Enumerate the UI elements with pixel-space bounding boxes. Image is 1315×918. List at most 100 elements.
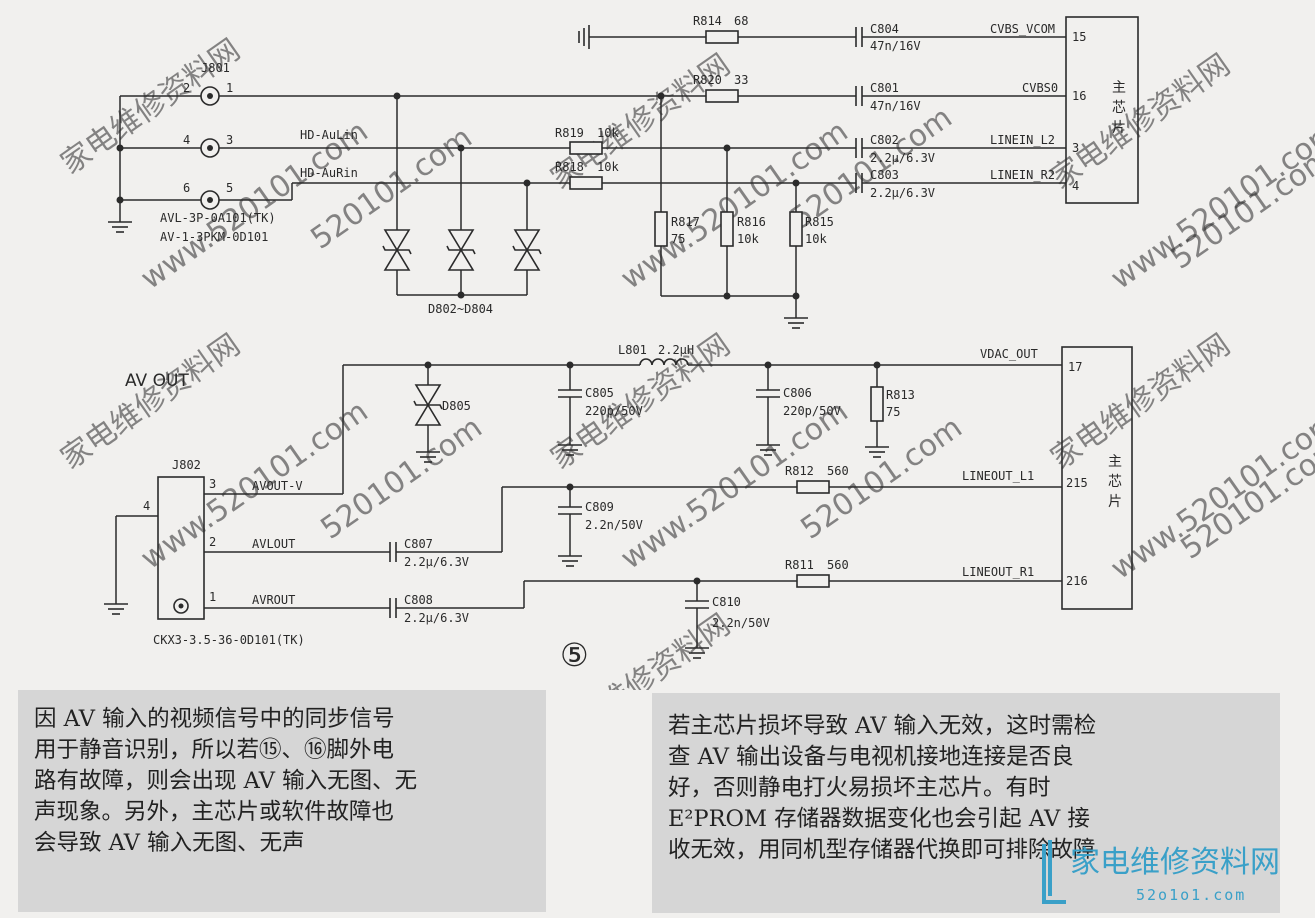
r814-ref: R814 [693,14,722,28]
j802-pin: 3 [209,477,216,491]
description-line: 声现象。另外，主芯片或软件故障也 [34,799,395,825]
c803-ref: C803 [870,168,899,182]
c806-value: 220p/50V [783,404,841,418]
c810-value: 2.2n/50V [712,616,770,630]
chip-pin-15: 15 [1072,30,1086,44]
r819-ref: R819 [555,126,584,140]
resistor-r814 [705,30,739,44]
j802-pin: 2 [209,535,216,549]
resistor-r813-branch: R813 75 [865,365,915,458]
resistor-r812 [796,480,830,494]
logo-text: 家电维修资料网 [1070,845,1280,880]
resistor-r819 [569,141,603,155]
resistor-r813 [870,386,884,422]
chip-pin-16: 16 [1072,89,1086,103]
j802-ref: J802 [172,458,201,472]
description-right: 若主芯片损坏导致 AV 输入无效，这时需检 查 AV 输出设备与电视机接地连接是… [652,693,1280,913]
c807-ref: C807 [404,537,433,551]
description-line: 用于静音识别，所以若⑮、⑯脚外电 [34,737,395,763]
main-chip-label: 主芯片 [1108,454,1122,510]
net-vdac-out: VDAC_OUT [980,347,1038,361]
net-lineout-l1: LINEOUT_L1 [962,469,1034,483]
net-lineout-r1: LINEOUT_R1 [962,565,1034,579]
r814-value: 68 [734,14,748,28]
c801-value: 47n/16V [870,99,921,113]
c810-ref: C810 [712,595,741,609]
description-line: 若主芯片损坏导致 AV 输入无效，这时需检 [668,713,1097,739]
resistor-r820 [705,89,739,103]
net-cvbs-vcom: CVBS_VCOM [990,22,1055,36]
site-logo: 家电维修资料网 52o1o1.com [1042,840,1280,904]
r819-value: 10k [597,126,619,140]
j802-pin: 1 [209,590,216,604]
description-line: 好，否则静电打火易损坏主芯片。有时 [668,775,1051,801]
j801-pin: 4 [183,133,190,147]
j801-part-2: AV-1-3PKM-0D101 [160,230,268,244]
l801-ref: L801 [618,343,647,357]
cvbs-vcom-net: R814 68 C804 47n/16V CVBS_VCOM 15 [578,14,1086,53]
r820-value: 33 [734,73,748,87]
j801-ref: J801 [201,61,230,75]
chip-pin-3: 3 [1072,141,1079,155]
r818-ref: R818 [555,160,584,174]
r815-ref: R815 [805,215,834,229]
l801-value: 2.2μH [658,343,694,357]
resistor-r817 [654,211,668,247]
r812-value: 560 [827,464,849,478]
main-chip-bottom [1061,346,1133,610]
description-line: 收无效，用同机型存储器代换即可排除故障 [668,837,1096,863]
r817-ref: R817 [671,215,700,229]
avlout-net: AVLOUT C807 2.2μ/6.3V C809 2.2n/50V R812… [204,464,1088,569]
capacitor-c806: C806 220p/50V [756,365,841,456]
c802-value: 2.2μ/6.3V [870,151,935,165]
net-hd-aurin: HD-AuRin [300,166,358,180]
j801-part-1: AVL-3P-0A101(TK) [160,211,276,225]
c808-ref: C808 [404,593,433,607]
r812-ref: R812 [785,464,814,478]
resistor-r818 [569,176,603,190]
watermark-text: 家电维修资料网 [1045,47,1237,196]
resistor-r815 [789,211,803,247]
r811-ref: R811 [785,558,814,572]
r816-value: 10k [737,232,759,246]
j802-pin: 4 [143,499,150,513]
tvs-diodes-d802-d804: D802~D804 [382,96,542,316]
j801-pin: 2 [183,81,190,95]
chip-pin-215: 215 [1066,476,1088,490]
c808-value: 2.2μ/6.3V [404,611,469,625]
resistor-r811 [796,574,830,588]
r811-value: 560 [827,558,849,572]
net-avrout: AVROUT [252,593,295,607]
chip-pin-17: 17 [1068,360,1082,374]
watermark-text: 家电维修资料网 [545,47,737,196]
net-linein-r2: LINEIN_R2 [990,168,1055,182]
watermark-text: 家电维修资料网 [1045,327,1237,476]
main-chip-top [1065,16,1139,204]
linein-r2-net: HD-AuRin R818 10k C803 2.2μ/6.3V LINEIN_… [219,160,1079,201]
description-left: 因 AV 输入的视频信号中的同步信号 用于静音识别，所以若⑮、⑯脚外电 路有故障… [18,690,546,912]
c803-value: 2.2μ/6.3V [870,186,935,200]
description-line: 会导致 AV 输入无图、无声 [34,830,305,856]
watermark-text: 家电维修资料网 [55,327,247,476]
linein-l2-net: HD-AuLin R819 10k C802 2.2μ/6.3V LINEIN_… [219,126,1079,165]
shunt-resistors: R817 75 R816 10k R815 10k [654,96,834,329]
net-avout-v: AVOUT-V [252,479,303,493]
description-line: E²PROM 存储器数据变化也会引起 AV 接 [668,806,1090,832]
net-hd-aulin: HD-AuLin [300,128,358,142]
c807-value: 2.2μ/6.3V [404,555,469,569]
j801-pin: 3 [226,133,233,147]
capacitor-c805: C805 220p/50V [558,365,643,456]
net-avlout: AVLOUT [252,537,295,551]
c806-ref: C806 [783,386,812,400]
j801-pin: 5 [226,181,233,195]
avrout-net: AVROUT C808 2.2μ/6.3V C810 2.2n/50V R811… [204,558,1088,659]
c809-ref: C809 [585,500,614,514]
j801-pin: 6 [183,181,190,195]
description-line: 因 AV 输入的视频信号中的同步信号 [34,706,395,732]
figure-number: ⑤ [560,636,589,674]
description-line: 路有故障，则会出现 AV 输入无图、无 [34,768,418,794]
avout-v-net: AVOUT-V [204,365,344,495]
net-linein-l2: LINEIN_L2 [990,133,1055,147]
chip-pin-216: 216 [1066,574,1088,588]
net-cvbs0: CVBS0 [1022,81,1058,95]
